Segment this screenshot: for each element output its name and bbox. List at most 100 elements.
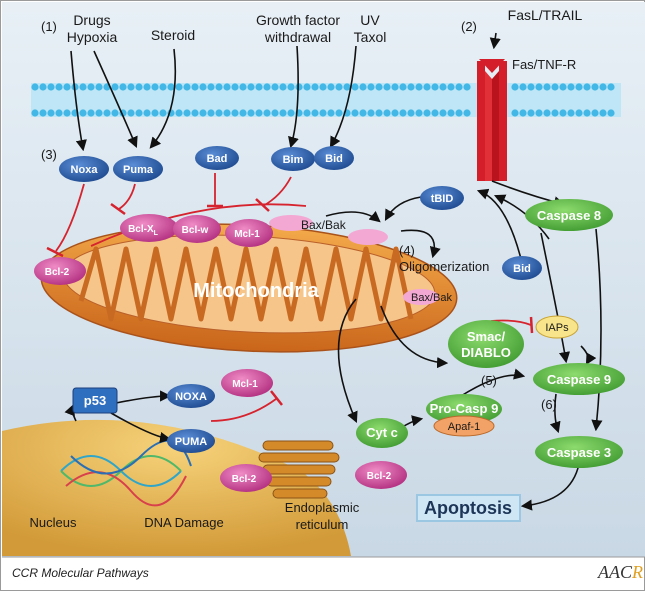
label-apaf1: Apaf-1 [448, 421, 480, 433]
arrow-tbid-to-baxbak [384, 196, 422, 221]
cell-membrane [31, 83, 621, 117]
label-dna-damage: DNA Damage [144, 515, 223, 530]
apoptosis-box [416, 494, 521, 522]
label-bclxl: Bcl-XL [128, 224, 159, 237]
label-iaps: IAPs [545, 322, 569, 334]
label-caspase3: Caspase 3 [547, 445, 611, 460]
label-step-4: (4) [399, 243, 415, 258]
nucleus [2, 419, 351, 556]
caspase8-oval [525, 199, 613, 231]
inhibit-puma [118, 183, 136, 210]
arrow-p53-to-puma [110, 412, 172, 444]
label-smac: Smac/ [467, 329, 506, 344]
arrow-iaps-to-caspase9 [580, 345, 597, 365]
label-tbid: tBID [431, 193, 454, 205]
arrow-hypoxia-to-puma [93, 50, 138, 149]
aacr-logo: AACR [598, 562, 643, 582]
p53-box [72, 387, 118, 414]
arrow-caspase8-to-caspase3-upper [540, 232, 571, 364]
baxbak-floating-shape [348, 229, 388, 245]
label-mitochondria: Mitochondria [193, 280, 319, 302]
bcl2-left-shape [34, 257, 86, 285]
iaps-oval [535, 315, 579, 339]
label-mcl1-top: Mcl-1 [234, 229, 260, 240]
baxbak-right-shape [403, 289, 439, 305]
bid-oval [314, 146, 354, 170]
arrow-drugs-to-noxa [70, 50, 87, 152]
procasp9-oval [426, 394, 502, 424]
inhibit-noxa [55, 183, 85, 252]
arrow-mito-to-smac [380, 305, 449, 369]
label-mcl1-mid: Mcl-1 [232, 379, 258, 390]
label-oligomerization: Oligomerization [399, 259, 489, 274]
arrow-caspase8-to-caspase3 [591, 228, 603, 432]
label-step-1: (1) [41, 19, 57, 34]
label-puma: Puma [123, 164, 154, 176]
noxa-nuc-oval [167, 384, 215, 408]
label-p53: p53 [84, 393, 106, 408]
arrow-uv-to-bid [329, 45, 357, 148]
arrow-caspase9-to-caspase3 [549, 393, 561, 434]
label-baxbak-top: Bax/Bak [301, 218, 347, 232]
arrow-p53-to-noxa [115, 390, 172, 404]
label-bad: Bad [207, 153, 228, 165]
label-diablo: DIABLO [461, 345, 511, 360]
label-bim: Bim [283, 154, 304, 166]
label-bcl2-left: Bcl-2 [45, 267, 70, 278]
label-caspase8: Caspase 8 [537, 208, 601, 223]
label-taxol: Taxol [354, 29, 387, 45]
apaf1-oval [433, 415, 495, 437]
footer-title: CCR Molecular Pathways [12, 566, 149, 580]
mcl1-top-shape [225, 219, 273, 247]
label-cytc: Cyt c [366, 425, 398, 440]
label-drugs: Drugs [73, 12, 110, 28]
label-noxa-nuc: NOXA [175, 391, 207, 403]
label-caspase9: Caspase 9 [547, 372, 611, 387]
label-nucleus: Nucleus [30, 515, 77, 530]
arrow-steroid-to-puma [149, 48, 177, 149]
cytc-oval [356, 418, 408, 448]
caspase-proteins [356, 199, 625, 468]
inhibit-noxa-mcl1 [210, 398, 277, 422]
bim-oval [271, 147, 315, 171]
label-baxbak-right: Bax/Bak [411, 292, 452, 304]
baxbak-top-shape [269, 215, 313, 231]
bclw-shape [173, 215, 221, 243]
tbid-oval [420, 186, 464, 210]
arrow-bid-lower-to-tbid [476, 188, 522, 260]
label-er-line2: reticulum [296, 517, 349, 532]
label-uv: UV [360, 12, 380, 28]
label-step-2: (2) [461, 19, 477, 34]
label-bcl2-er: Bcl-2 [367, 471, 392, 482]
puma-oval [113, 156, 163, 182]
endoplasmic-reticulum-icon [258, 440, 340, 499]
label-hypoxia: Hypoxia [67, 29, 118, 45]
label-fasl-trail: FasL/TRAIL [508, 7, 583, 23]
label-steroid: Steroid [151, 27, 195, 43]
arrow-mito-to-cytc [337, 298, 358, 424]
caspase9-oval [533, 363, 625, 395]
mitochondria [40, 223, 458, 353]
label-step-3: (3) [41, 147, 57, 162]
mcl1-mid-shape [221, 369, 273, 397]
label-step-6: (6) [541, 397, 557, 412]
label-apoptosis: Apoptosis [424, 498, 512, 518]
caspase3-oval [535, 436, 623, 468]
bid-lower-oval [502, 256, 542, 280]
anti-apoptotic-proteins [34, 214, 439, 492]
label-procasp9: Pro-Casp 9 [430, 401, 499, 416]
puma-nuc-oval [167, 429, 215, 453]
bcl2-er-shape [355, 461, 407, 489]
arrow-caspase3-to-apoptosis [520, 463, 580, 511]
arrow-fasl-to-receptor [489, 32, 501, 50]
bcl2-bottom-shape [220, 464, 272, 492]
bh3-proteins [59, 146, 542, 453]
label-fas-tnfr: Fas/TNF-R [512, 57, 576, 72]
bad-oval [195, 146, 239, 170]
arrow-growth-to-bim [288, 45, 299, 149]
label-step-5: (5) [481, 373, 497, 388]
label-bcl2-bottom: Bcl-2 [232, 474, 257, 485]
label-withdrawal: withdrawal [264, 29, 331, 45]
